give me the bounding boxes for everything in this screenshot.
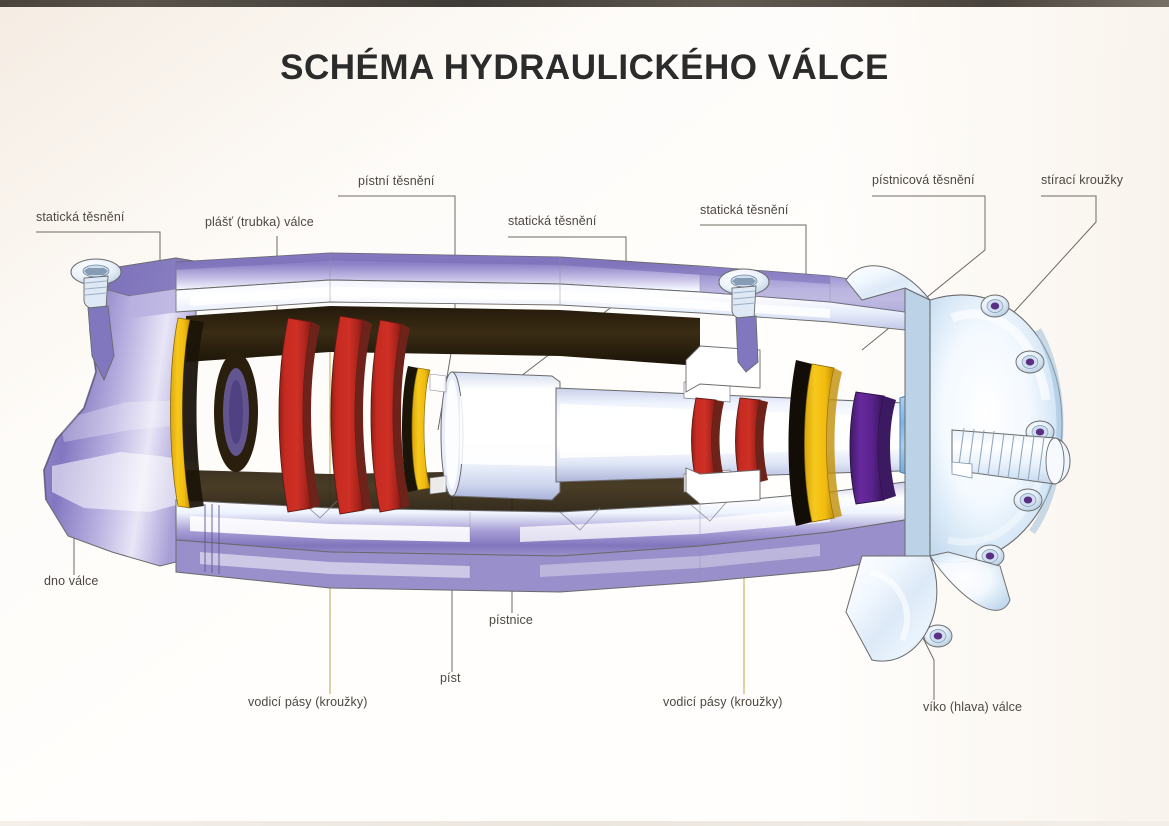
page-title: SCHÉMA HYDRAULICKÉHO VÁLCE: [280, 48, 889, 87]
label-pistnicova-tesneni: pístnicová těsnění: [872, 173, 975, 187]
rod-seals-group: [683, 360, 896, 526]
label-stiraci-krouzky: stírací kroužky: [1041, 173, 1124, 187]
cylinder-assembly: [42, 252, 1071, 662]
label-vodici-pasy-2: vodicí pásy (kroužky): [663, 695, 783, 709]
label-plast-trubka-valce: plášť (trubka) válce: [205, 215, 314, 229]
label-pist: píst: [440, 671, 461, 685]
piston: [440, 371, 561, 501]
piston-seals-red: [278, 315, 410, 515]
label-staticka-tesneni-2: statická těsnění: [508, 214, 597, 228]
piston-guide-ring-gold: [402, 366, 431, 492]
label-pistnice: pístnice: [489, 613, 533, 627]
label-pistni-tesneni: pístní těsnění: [358, 174, 435, 188]
label-staticka-tesneni-1: statická těsnění: [36, 210, 125, 224]
label-staticka-tesneni-3: statická těsnění: [700, 203, 789, 217]
label-viko-hlava-valce: víko (hlava) válce: [923, 700, 1023, 714]
scan-edge-top: [0, 0, 1169, 7]
scan-edge-bottom: [0, 821, 1169, 826]
label-vodici-pasy-1: vodicí pásy (kroužky): [248, 695, 368, 709]
base-inner-recess: [214, 352, 258, 472]
cylinder-barrel-bottom-wall: [175, 481, 906, 593]
threaded-rod-end: [951, 427, 1071, 485]
piston-guide-bands: [429, 373, 447, 495]
label-dno-valce: dno válce: [44, 574, 99, 588]
flange-bolts: [923, 294, 1055, 648]
hex-socket-screw-left: [70, 258, 122, 382]
hex-socket-screw-right: [718, 268, 770, 373]
construction-lines: [175, 253, 831, 312]
static-seal-left: [170, 317, 204, 509]
